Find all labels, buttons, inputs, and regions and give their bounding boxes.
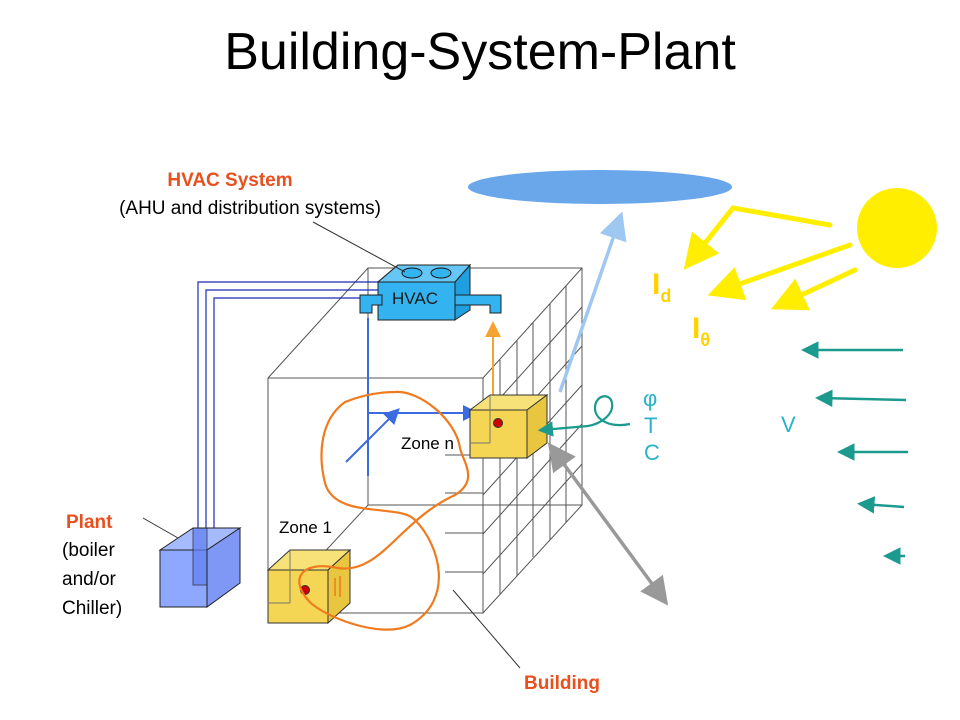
air-path xyxy=(298,390,470,631)
hvac-unit-label: HVAC xyxy=(392,289,438,308)
diffuse-radiation-label: Iθ xyxy=(692,312,710,350)
plant-unit xyxy=(158,527,242,608)
zone-1-box xyxy=(266,548,352,625)
hvac-system-subtitle: (AHU and distribution systems) xyxy=(119,198,381,219)
hvac-system-title: HVAC System xyxy=(167,170,293,191)
leader-lines xyxy=(142,221,521,669)
plant-line-2: and/or xyxy=(62,569,116,590)
temperature-label: T xyxy=(644,413,657,438)
ground-exchange-arrow xyxy=(547,442,669,606)
solar-rays xyxy=(683,205,858,311)
wind-label: V xyxy=(781,412,796,437)
plant-title: Plant xyxy=(66,512,113,533)
wind-arrows xyxy=(801,341,908,565)
humidity-label: φ xyxy=(643,386,657,411)
direct-radiation-label: Id xyxy=(652,268,671,306)
plant-line-3: Chiller) xyxy=(62,598,123,619)
plant-line-1: (boiler xyxy=(62,540,115,561)
sky-ellipse xyxy=(468,170,732,204)
supply-ducts xyxy=(345,318,479,476)
zone-n-box xyxy=(468,394,549,459)
infiltration-path xyxy=(537,395,631,437)
plant-piping xyxy=(197,281,382,530)
sun-icon xyxy=(857,188,937,268)
zone-n-label: Zone n xyxy=(401,434,454,453)
co2-label: C xyxy=(644,440,660,465)
building-label: Building xyxy=(524,673,600,694)
sky-radiation-arrow xyxy=(558,211,627,393)
hvac-unit xyxy=(359,263,502,321)
zone-1-label: Zone 1 xyxy=(279,518,332,537)
page-title: Building-System-Plant xyxy=(224,23,736,81)
